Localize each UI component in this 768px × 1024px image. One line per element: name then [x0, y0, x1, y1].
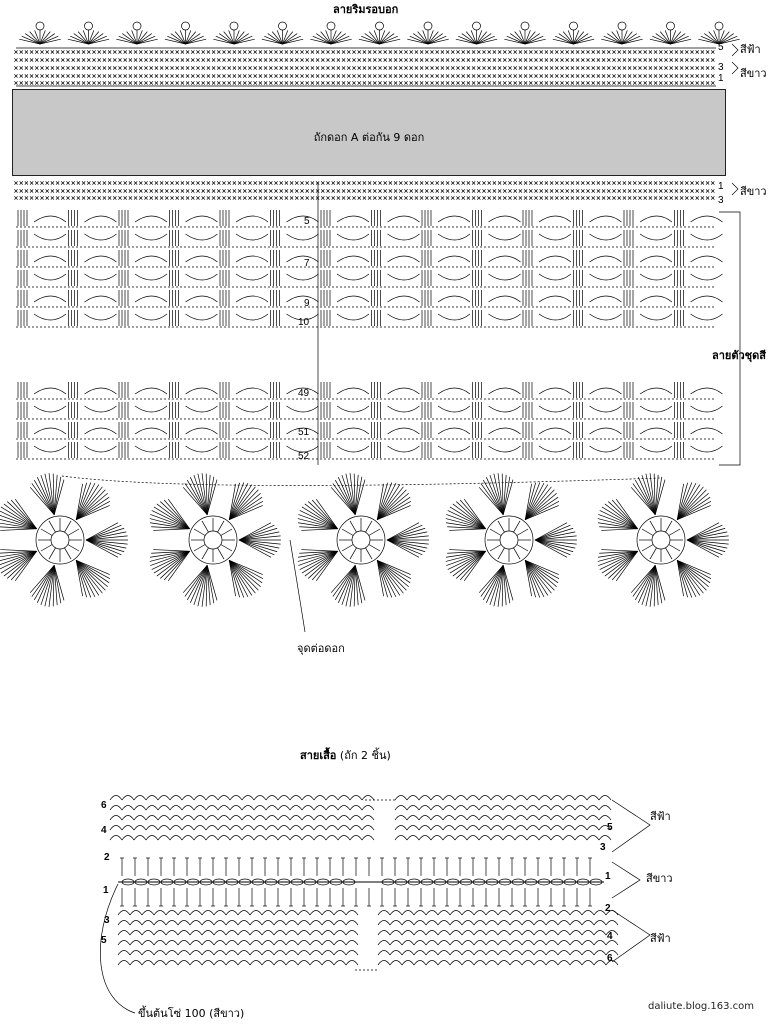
strap-row-left-6: 6 [101, 800, 107, 811]
strap-row-right-6: 6 [607, 953, 613, 964]
strap-subtitle: (ถัก 2 ชิ้น) [339, 749, 391, 762]
motif-panel-label: ถักดอก A ต่อกัน 9 ดอก [313, 131, 425, 144]
row-number-9: 9 [304, 298, 310, 309]
strap-color-white: สีขาว [646, 872, 673, 885]
foundation-chain-label: ขึ้นต้นโซ่ 100 (สีขาว) [138, 1007, 245, 1020]
strap-color-sky-top: สีฟ้า [650, 810, 671, 823]
strap-row-right-4: 4 [607, 931, 613, 942]
color-label-white: สีขาว [740, 67, 767, 80]
motif-panel: ถักดอก A ต่อกัน 9 ดอก [12, 89, 726, 176]
strap-row-right-1: 1 [605, 871, 611, 882]
row-label-1: 1 [718, 73, 724, 84]
body-pattern-label: ลายตัวชุดสี [712, 349, 767, 362]
strap-row-left-5: 5 [101, 935, 107, 946]
strap-row-right-3: 3 [600, 842, 606, 853]
join-point-label: จุดต่อดอก [297, 642, 345, 655]
strap-title: สายเสื้อ [300, 749, 337, 762]
row-number-10: 10 [298, 317, 310, 328]
strap-row-left-3: 3 [104, 915, 110, 926]
strap-row-right-2: 2 [605, 903, 611, 914]
row-number-49: 49 [298, 388, 310, 399]
top-section-title: ลายริมรอบอก [333, 3, 399, 16]
row-label-3b: 3 [718, 195, 724, 206]
row-number-7: 7 [304, 258, 310, 269]
watermark: daliute.blog.163.com [648, 1001, 755, 1012]
row-label-1b: 1 [718, 181, 724, 192]
row-number-5: 5 [304, 216, 310, 227]
row-number-52: 52 [298, 451, 310, 462]
strap-color-sky-bottom: สีฟ้า [650, 932, 671, 945]
strap-row-left-2: 2 [104, 852, 110, 863]
row-label-5: 5 [718, 42, 724, 53]
row-number-51: 51 [298, 427, 310, 438]
strap-row-left-4: 4 [101, 825, 107, 836]
row-label-3: 3 [718, 62, 724, 73]
strap-row-right-5: 5 [607, 822, 613, 833]
color-label-white-2: สีขาว [740, 185, 767, 198]
color-label-sky: สีฟ้า [740, 43, 761, 56]
strap-row-left-1: 1 [103, 885, 109, 896]
